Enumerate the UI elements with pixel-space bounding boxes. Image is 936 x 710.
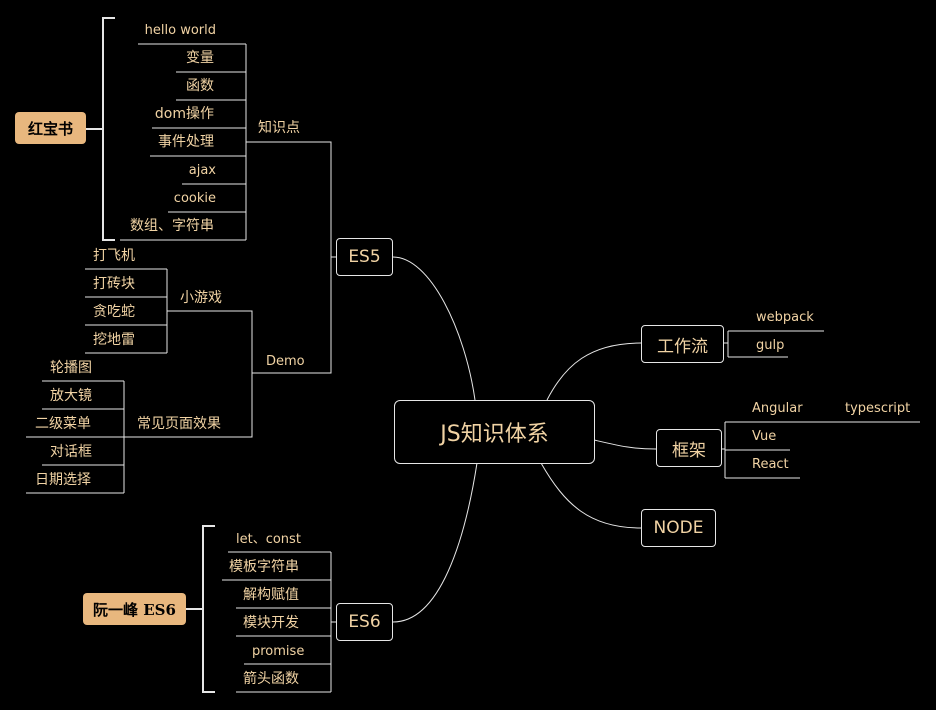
connector-root-workflow: [546, 342, 642, 401]
framework-item[interactable]: React: [752, 457, 789, 472]
knowledge-item[interactable]: dom操作: [154, 106, 214, 122]
bracket-redbook: [102, 17, 115, 241]
framework-angular-child[interactable]: typescript: [845, 401, 911, 416]
game-item[interactable]: 打砖块: [93, 276, 135, 292]
knowledge-item[interactable]: 函数: [186, 78, 214, 94]
node-es6[interactable]: ES6: [336, 603, 393, 641]
bracket-ruanyifeng: [202, 525, 215, 693]
node-es5[interactable]: ES5: [336, 238, 393, 276]
node-node[interactable]: NODE: [641, 509, 716, 547]
connector-root-es6: [392, 462, 478, 623]
workflow-item[interactable]: gulp: [756, 338, 785, 353]
es6-item[interactable]: 箭头函数: [243, 671, 299, 687]
knowledge-item[interactable]: cookie: [173, 191, 216, 206]
label-demo[interactable]: Demo: [266, 354, 305, 369]
es6-item[interactable]: promise: [252, 644, 305, 659]
node-framework[interactable]: 框架: [656, 429, 722, 467]
es6-item[interactable]: 模块开发: [243, 615, 299, 631]
knowledge-item[interactable]: hello world: [144, 23, 216, 38]
effect-item[interactable]: 对话框: [50, 444, 92, 460]
effect-item[interactable]: 二级菜单: [35, 416, 91, 432]
connector-root-framework: [593, 439, 657, 450]
knowledge-item[interactable]: 事件处理: [158, 134, 214, 150]
game-item[interactable]: 打飞机: [93, 248, 135, 264]
tag-redbook[interactable]: 红宝书: [15, 112, 86, 144]
knowledge-item[interactable]: 变量: [186, 50, 214, 66]
game-item[interactable]: 挖地雷: [93, 332, 135, 348]
tag-ruanyifeng[interactable]: 阮一峰 ES6: [83, 593, 186, 625]
connector-workflow-items: [724, 331, 729, 357]
game-item[interactable]: 贪吃蛇: [93, 304, 135, 320]
connector-framework-items: [722, 422, 726, 478]
connector-demo-effects: [124, 373, 253, 438]
connector-es5-demo: [252, 256, 336, 374]
es6-item[interactable]: 模板字符串: [229, 559, 299, 575]
label-games[interactable]: 小游戏: [180, 290, 222, 306]
es6-item[interactable]: 解构赋值: [243, 587, 299, 603]
connector-es5-knowledge: [246, 141, 336, 258]
workflow-item[interactable]: webpack: [756, 310, 814, 325]
effect-item[interactable]: 轮播图: [50, 360, 92, 376]
framework-item[interactable]: Angular: [752, 401, 803, 416]
connector-root-es5: [392, 256, 476, 401]
connector-root-node: [540, 462, 642, 529]
root-node[interactable]: JS知识体系: [394, 400, 595, 464]
connector-demo-games: [167, 310, 253, 373]
label-knowledge[interactable]: 知识点: [258, 120, 300, 136]
framework-item[interactable]: Vue: [752, 429, 777, 444]
knowledge-item[interactable]: 数组、字符串: [130, 218, 214, 234]
es6-item[interactable]: let、const: [236, 532, 301, 547]
node-workflow[interactable]: 工作流: [641, 325, 724, 363]
knowledge-item[interactable]: ajax: [188, 163, 216, 178]
effect-item[interactable]: 日期选择: [35, 472, 91, 488]
effect-item[interactable]: 放大镜: [50, 388, 92, 404]
connector-es6-items: [330, 552, 336, 692]
label-effects[interactable]: 常见页面效果: [137, 416, 221, 432]
